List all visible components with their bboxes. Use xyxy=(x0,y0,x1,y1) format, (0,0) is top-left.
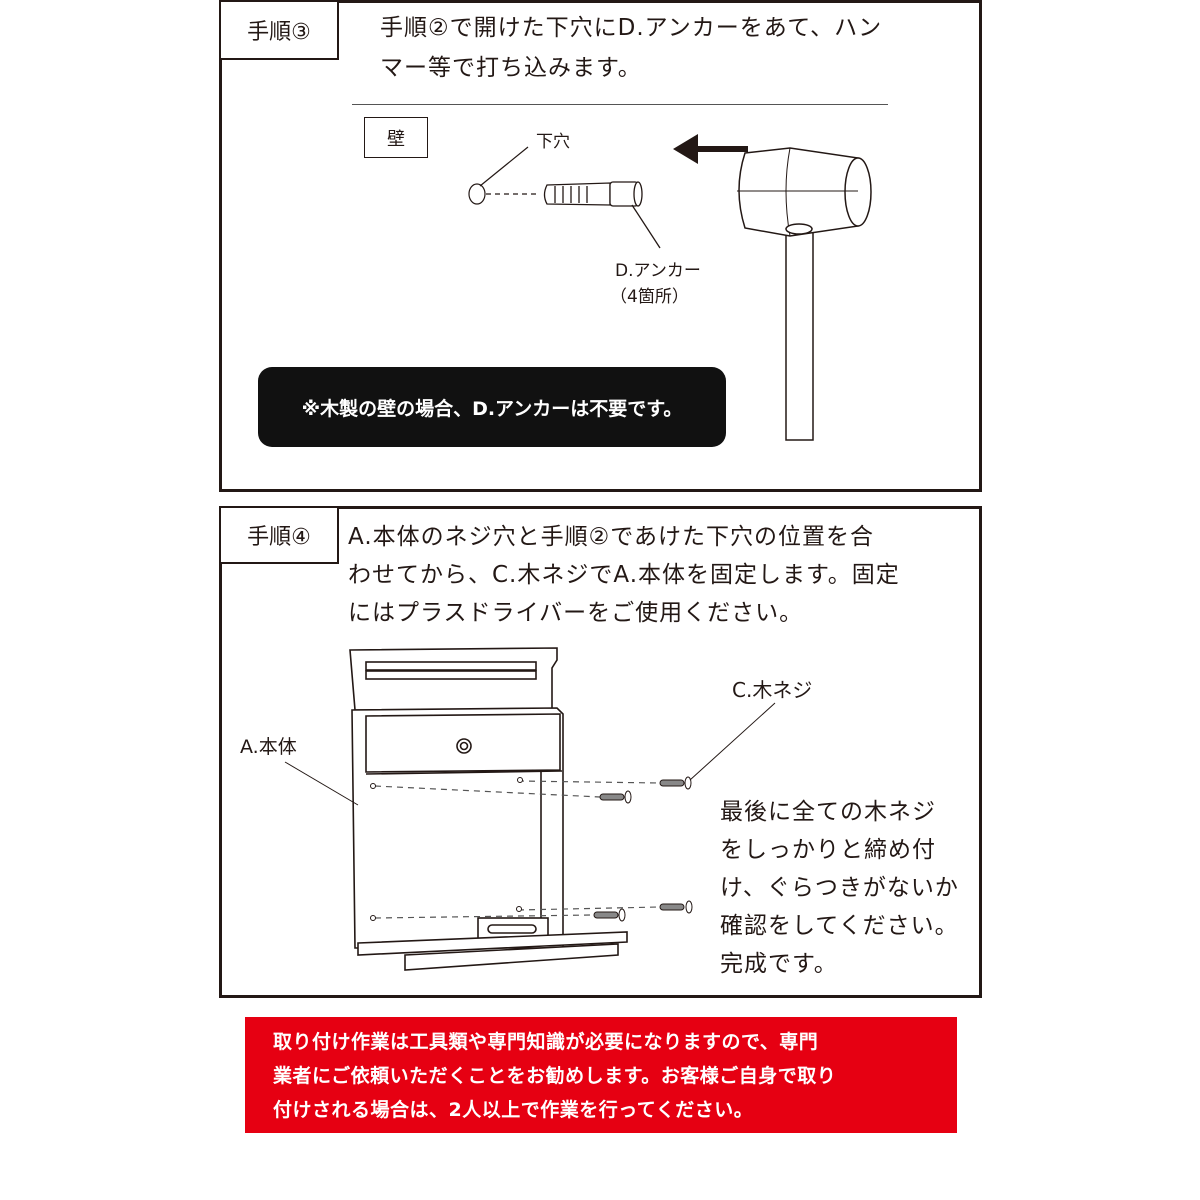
warning-line-1: 取り付け作業は工具類や専門知識が必要になりますので、専門 xyxy=(273,1031,819,1053)
mailbox-icon xyxy=(349,647,628,971)
step4-text-line-2: わせてから、C.木ネジでA.本体を固定します。固定 xyxy=(348,562,900,588)
final-line-1: 最後に全ての木ネジ xyxy=(720,799,936,825)
warning-line-3: 付けされる場合は、2人以上で作業を行ってください。 xyxy=(273,1099,754,1121)
anchor-label: D.アンカー xyxy=(615,261,701,281)
screw-guides xyxy=(374,780,661,919)
body-leader-line xyxy=(284,761,359,806)
wall-label: 壁 xyxy=(364,117,428,158)
step3-label: 手順③ xyxy=(219,0,339,60)
screw-holes xyxy=(370,777,523,921)
screw-leader-line xyxy=(689,702,776,781)
screw-label: C.木ネジ xyxy=(732,678,813,702)
warning-line-2: 業者にご依頼いただくことをお勧めします。お客様ご自身で取り xyxy=(273,1065,837,1087)
anchor-count: （4箇所） xyxy=(610,287,689,307)
step4-panel: 手順④ xyxy=(219,506,982,998)
anchor-icon xyxy=(543,181,661,249)
wood-screw-icons xyxy=(593,776,693,922)
final-line-5: 完成です。 xyxy=(720,951,838,977)
wooden-wall-note: ※木製の壁の場合、D.アンカーは不要です。 xyxy=(258,367,726,447)
divider xyxy=(352,104,888,105)
step4-text-line-3: にはプラスドライバーをご使用ください。 xyxy=(348,600,804,626)
hammer-icon xyxy=(737,147,872,441)
final-line-2: をしっかりと締め付 xyxy=(720,837,936,863)
step3-text-line-2: マー等で打ち込みます。 xyxy=(380,55,642,81)
step4-label: 手順④ xyxy=(219,506,339,564)
step4-text-line-1: A.本体のネジ穴と手順②であけた下穴の位置を合 xyxy=(348,524,875,550)
body-label: A.本体 xyxy=(240,736,297,758)
step3-text-line-1: 手順②で開けた下穴にD.アンカーをあて、ハン xyxy=(380,15,883,41)
pilot-hole-icon xyxy=(468,146,540,205)
step3-panel: 手順③ xyxy=(219,0,982,492)
final-line-4: 確認をしてください。 xyxy=(720,913,959,939)
arrow-left-icon xyxy=(673,134,748,164)
final-line-3: け、ぐらつきがないか xyxy=(720,875,959,901)
professional-install-warning: 取り付け作業は工具類や専門知識が必要になりますので、専門 業者にご依頼いただくこ… xyxy=(245,1017,957,1133)
pilot-hole-label: 下穴 xyxy=(536,132,570,152)
